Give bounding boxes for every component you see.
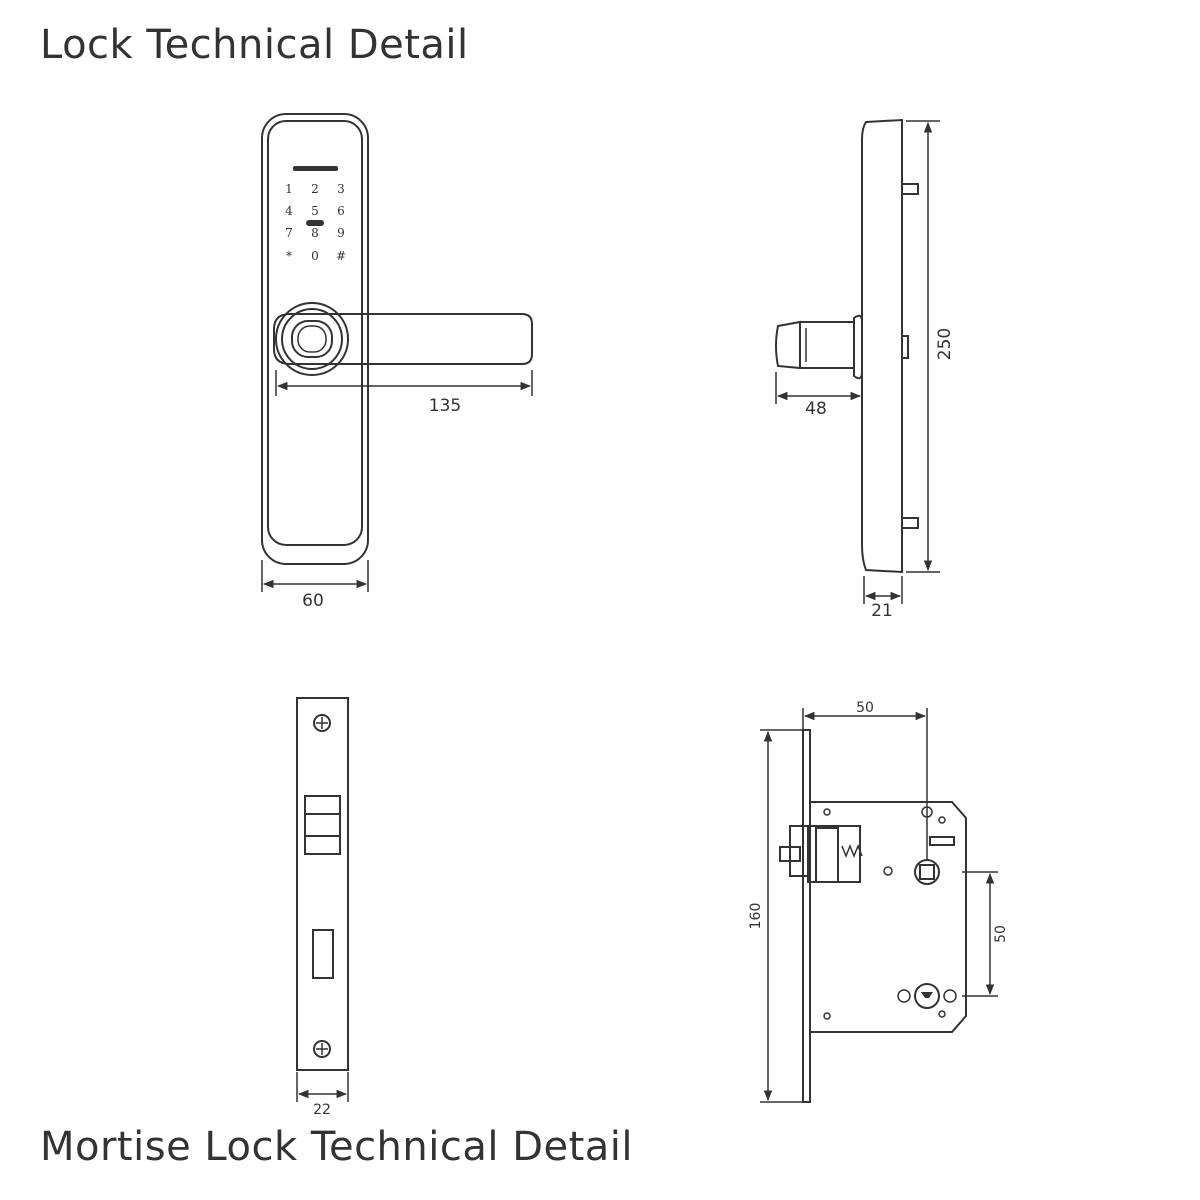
stop-tab bbox=[929, 836, 955, 846]
card-icon bbox=[306, 220, 324, 226]
keypad-key: 1 bbox=[285, 182, 293, 196]
faceplate-outline bbox=[296, 697, 349, 1071]
page-title: Lock Technical Detail bbox=[40, 22, 469, 68]
keypad-key: 6 bbox=[337, 204, 345, 218]
key-icon bbox=[921, 992, 933, 998]
keypad-key: 8 bbox=[311, 226, 319, 240]
keypad-key: # bbox=[336, 249, 346, 263]
screw-icon bbox=[313, 1040, 331, 1058]
lever-handle bbox=[273, 313, 533, 365]
cylinder-screw bbox=[943, 989, 957, 1003]
deadbolt-face bbox=[312, 929, 334, 979]
keypad-key: 7 bbox=[285, 226, 293, 240]
card-reader-slot bbox=[293, 166, 338, 171]
keypad-key: 0 bbox=[311, 249, 319, 263]
section-title-mortise: Mortise Lock Technical Detail bbox=[40, 1124, 634, 1170]
handle-rose-side bbox=[853, 314, 863, 380]
lock-panel-outline bbox=[267, 120, 363, 546]
keypad-key: 3 bbox=[337, 182, 345, 196]
cylinder-hole bbox=[914, 983, 940, 1009]
screw-hole bbox=[823, 1012, 831, 1020]
keypad-key: 2 bbox=[311, 182, 319, 196]
fingerprint-sensor bbox=[291, 320, 333, 358]
handle-rose bbox=[275, 302, 349, 376]
side-button bbox=[901, 335, 909, 359]
mortise-body-view: 50 160 50 bbox=[748, 700, 1009, 1103]
handle-tip-side bbox=[775, 320, 801, 370]
keypad-key: 9 bbox=[337, 226, 345, 240]
screw-hole bbox=[938, 1010, 946, 1018]
dimension-faceplate-width: 22 bbox=[313, 1102, 331, 1118]
spindle-hub bbox=[914, 859, 940, 885]
mortise-faceplate-view: 22 bbox=[296, 697, 349, 1118]
dimension-handle-projection: 48 bbox=[805, 399, 827, 419]
fingerprint-sensor-inner bbox=[297, 325, 327, 353]
dimension-handle-length: 135 bbox=[429, 396, 461, 416]
dimension-backset: 50 bbox=[856, 700, 874, 716]
dimension-body-width: 60 bbox=[302, 591, 324, 611]
keypad: 1 2 3 4 5 6 7 8 9 * 0 # bbox=[285, 182, 346, 263]
lock-body-side bbox=[861, 118, 903, 574]
dimension-body-height: 250 bbox=[935, 328, 955, 360]
keypad-key: 5 bbox=[311, 204, 319, 218]
keypad-key: 4 bbox=[285, 204, 293, 218]
mortise-case bbox=[809, 801, 967, 1033]
lock-front-view: 1 2 3 4 5 6 7 8 9 * 0 # 135 60 bbox=[261, 113, 533, 611]
latch-bolt-face bbox=[304, 795, 341, 855]
lock-body-outline bbox=[261, 113, 369, 565]
screw-hole bbox=[823, 808, 831, 816]
mortise-faceplate-side bbox=[802, 729, 811, 1103]
handle-neck-side bbox=[799, 321, 855, 369]
screw-icon bbox=[313, 714, 331, 732]
keypad-key: * bbox=[286, 249, 292, 263]
handle-rose-inner bbox=[281, 308, 343, 370]
dimension-mortise-height: 160 bbox=[748, 903, 764, 930]
lock-side-view: 250 48 21 bbox=[775, 118, 955, 621]
spindle-square bbox=[919, 864, 935, 880]
latch-spring bbox=[841, 843, 863, 859]
screw-hole bbox=[938, 816, 946, 824]
dimension-body-depth: 21 bbox=[871, 601, 893, 621]
cylinder-screw bbox=[897, 989, 911, 1003]
screw-hole bbox=[883, 866, 893, 876]
dimension-center-distance: 50 bbox=[993, 925, 1009, 943]
